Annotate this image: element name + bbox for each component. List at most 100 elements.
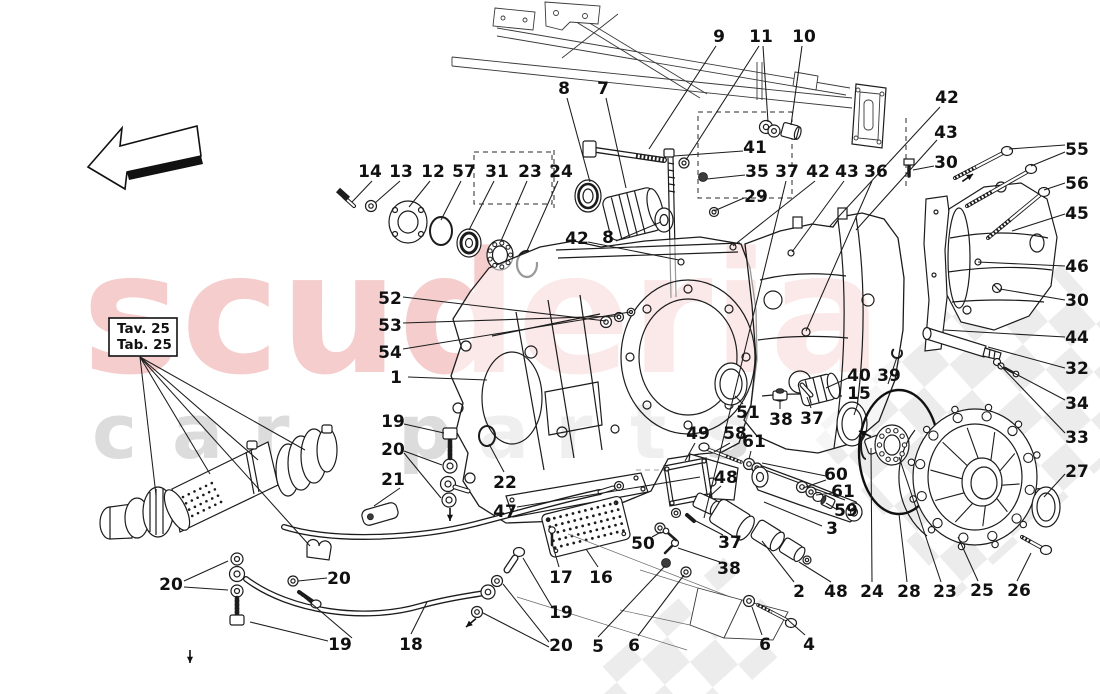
leader-line-4 xyxy=(787,619,806,636)
leader-line-39 xyxy=(887,356,898,385)
callout-2: 2 xyxy=(793,582,805,602)
leader-line-13 xyxy=(374,180,401,204)
callout-37: 37 xyxy=(800,409,824,429)
callout-8: 8 xyxy=(602,228,614,248)
leader-line-31 xyxy=(468,180,495,231)
oil-hoses-drawing xyxy=(228,427,625,626)
callout-17: 17 xyxy=(549,568,573,588)
callout-13: 13 xyxy=(389,162,413,182)
leader-line-50 xyxy=(651,531,662,538)
leader-line-2 xyxy=(761,540,795,583)
leader-line-59 xyxy=(825,502,837,510)
leader-line-11 xyxy=(762,45,769,123)
leader-line-32 xyxy=(987,346,1066,369)
table-reference-box: Tav. 25 Tab. 25 xyxy=(108,317,178,357)
callout-11: 11 xyxy=(749,27,773,47)
callout-20: 20 xyxy=(549,636,573,656)
callout-20: 20 xyxy=(159,575,183,595)
leader-line-61 xyxy=(748,450,752,460)
leader-line-40 xyxy=(825,377,849,389)
callout-47: 47 xyxy=(493,502,517,522)
leader-line-6 xyxy=(637,574,685,637)
leader-line-6 xyxy=(751,606,763,636)
leader-line-34 xyxy=(1011,371,1066,401)
callout-24: 24 xyxy=(549,162,573,182)
leader-line-42 xyxy=(829,106,941,227)
mount-bolt-and-washers-drawing xyxy=(582,119,802,169)
leader-line-19 xyxy=(249,621,329,642)
callout-44: 44 xyxy=(1065,328,1089,348)
leader-line-55 xyxy=(1030,151,1066,167)
leader-line-22 xyxy=(488,443,505,473)
leader-line-20 xyxy=(502,583,550,643)
leader-line-20 xyxy=(183,586,229,591)
callout-1: 1 xyxy=(390,368,402,388)
callout-42: 42 xyxy=(565,229,589,249)
leader-line-19 xyxy=(304,597,353,639)
callout-33: 33 xyxy=(1065,428,1089,448)
leader-line-3 xyxy=(763,501,823,527)
leader-line-12 xyxy=(408,180,431,208)
tav-line: Tav. 25 xyxy=(117,321,170,337)
callout-45: 45 xyxy=(1065,204,1089,224)
leader-line-8 xyxy=(566,97,591,183)
callout-35: 35 xyxy=(745,162,769,182)
grille-plate-drawing xyxy=(541,495,631,558)
leader-line-37 xyxy=(691,518,724,536)
leader-line-44 xyxy=(943,329,1066,338)
leader-line-57 xyxy=(440,180,462,221)
leader-line-55 xyxy=(1008,144,1066,150)
leader-line-20 xyxy=(403,452,442,499)
callout-48: 48 xyxy=(714,468,738,488)
callout-34: 34 xyxy=(1065,394,1089,414)
leader-line-8 xyxy=(615,221,662,242)
leader-line-20 xyxy=(482,612,550,648)
callout-39: 39 xyxy=(877,366,901,386)
callout-41: 41 xyxy=(743,138,767,158)
callout-61: 61 xyxy=(831,482,855,502)
callout-8: 8 xyxy=(558,79,570,99)
leader-line-38 xyxy=(677,547,721,563)
leader-line-10 xyxy=(790,45,803,126)
leader-line-46 xyxy=(977,261,1066,267)
callout-43: 43 xyxy=(934,123,958,143)
leader-line-53 xyxy=(402,315,619,324)
callout-30: 30 xyxy=(934,153,958,173)
callout-16: 16 xyxy=(589,568,613,588)
callout-31: 31 xyxy=(485,162,509,182)
leader-line-54 xyxy=(402,311,631,350)
leader-line-49 xyxy=(684,442,696,462)
callout-30: 30 xyxy=(1065,291,1089,311)
leader-line-48 xyxy=(798,561,832,583)
direction-arrows xyxy=(186,173,974,663)
leader-line-19 xyxy=(522,557,553,608)
callout-40: 40 xyxy=(847,366,871,386)
leader-line-30 xyxy=(999,288,1066,301)
arrow-head-icon xyxy=(859,430,866,437)
leader-line-17 xyxy=(551,542,560,568)
leader-line-60 xyxy=(802,479,827,489)
leader-line-30 xyxy=(912,165,935,171)
tav-leader-line xyxy=(139,356,259,461)
callout-6: 6 xyxy=(628,636,640,656)
tab-line: Tab. 25 xyxy=(117,337,172,353)
callout-9: 9 xyxy=(713,27,725,47)
callout-57: 57 xyxy=(452,162,476,182)
leader-line-58 xyxy=(713,442,731,453)
leader-line-26 xyxy=(1016,552,1032,582)
callout-25: 25 xyxy=(970,581,994,601)
callout-28: 28 xyxy=(897,582,921,602)
leader-line-42 xyxy=(732,180,816,247)
callout-42: 42 xyxy=(935,88,959,108)
arrow-head-icon xyxy=(186,656,194,663)
callout-27: 27 xyxy=(1065,462,1089,482)
chassis-frame-drawing xyxy=(451,1,887,149)
callout-20: 20 xyxy=(327,569,351,589)
callout-10: 10 xyxy=(792,27,816,47)
callout-52: 52 xyxy=(378,289,402,309)
leader-line-48 xyxy=(708,485,722,498)
rear-cover-drawing xyxy=(903,145,1058,331)
bracket-and-fasteners-drawing xyxy=(516,522,798,651)
